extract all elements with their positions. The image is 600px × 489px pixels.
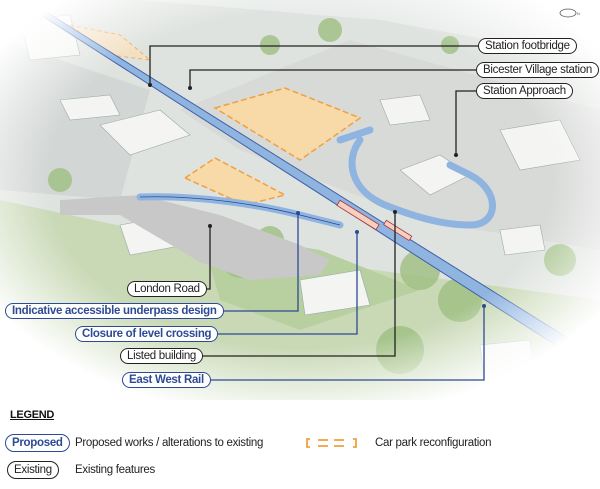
label-underpass-design: Indicative accessible underpass design (5, 303, 224, 319)
legend-proposed-desc: Proposed works / alterations to existing (75, 437, 264, 449)
car-park-legend-swatch (306, 438, 357, 448)
label-east-west-rail: East West Rail (122, 372, 211, 388)
label-station-footbridge: Station footbridge (478, 38, 577, 54)
legend-existing-desc: Existing features (75, 464, 155, 476)
svg-text:N: N (577, 11, 580, 16)
leader-lines (149, 45, 485, 381)
label-station-approach: Station Approach (476, 83, 573, 99)
label-london-road: London Road (127, 281, 207, 297)
legend-title: LEGEND (10, 409, 55, 421)
label-bicester-village-station: Bicester Village station (476, 62, 599, 78)
label-listed-building: Listed building (120, 348, 204, 364)
label-level-crossing-closure: Closure of level crossing (75, 326, 219, 342)
north-arrow-icon: N (559, 8, 580, 18)
legend-existing-pill: Existing (7, 461, 59, 479)
legend-car-park-desc: Car park reconfiguration (375, 437, 492, 449)
legend-proposed-pill: Proposed (5, 434, 70, 452)
